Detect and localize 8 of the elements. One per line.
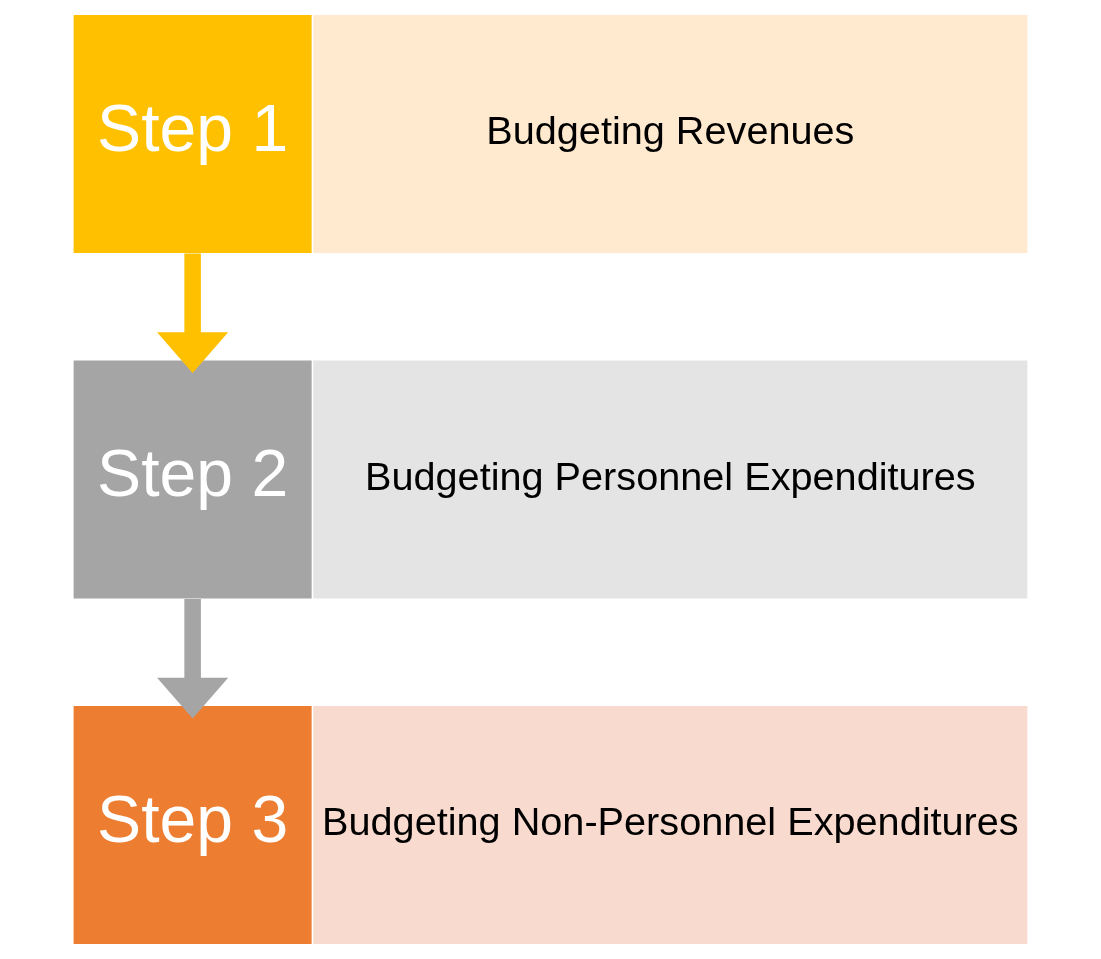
node-box: Step 3 xyxy=(73,705,312,944)
node-box: Step 1 xyxy=(73,15,312,254)
arrow xyxy=(157,253,229,373)
node-box: Step 2 xyxy=(73,360,312,599)
arrow xyxy=(157,598,229,719)
node-box: Budgeting Revenues xyxy=(313,15,1028,254)
node-box: Budgeting Personnel Expenditures xyxy=(313,360,1028,599)
node-box: Budgeting Non-Personnel Expenditures xyxy=(313,705,1028,944)
